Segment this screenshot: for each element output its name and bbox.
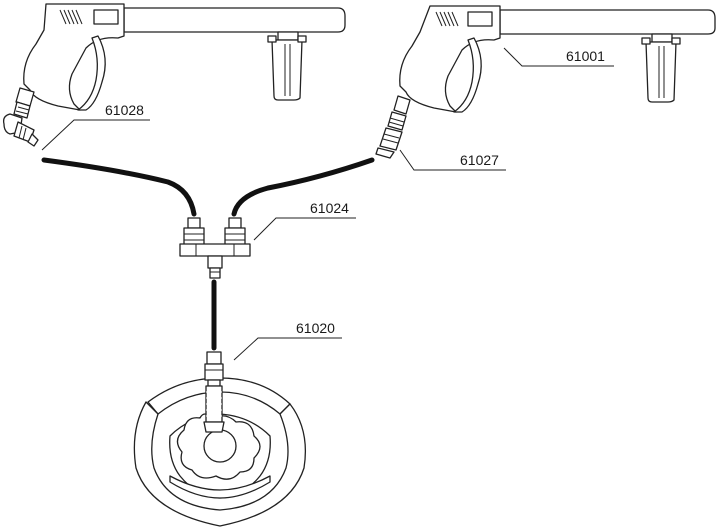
right-grip-texture (435, 11, 493, 27)
leader-61028 (41, 119, 150, 151)
left-front-handle (267, 31, 307, 101)
leader-61020 (233, 337, 342, 361)
leader-61001 (503, 47, 614, 67)
cleaner-center-cap (203, 429, 237, 463)
leader-lines (41, 47, 614, 361)
left-lance-tube (123, 7, 346, 33)
part-label-61027: 61027 (460, 152, 499, 168)
right-gun-inlet-coupler (375, 95, 411, 159)
tee-connector (179, 217, 251, 279)
right-hose (231, 157, 375, 217)
part-label-61001: 61001 (566, 48, 605, 64)
leader-61027 (399, 149, 506, 171)
part-label-61024: 61024 (310, 200, 349, 216)
right-lance-tube (499, 9, 716, 35)
hose-lines (41, 157, 375, 351)
right-trigger-guard (453, 37, 482, 113)
part-label-61020: 61020 (296, 320, 335, 336)
right-front-handle (641, 33, 681, 103)
right-spray-gun (375, 5, 716, 159)
left-grip-texture (59, 9, 119, 25)
cleaner-inlet-swivel (203, 351, 225, 433)
cleaner-outer-ring (133, 401, 307, 527)
leader-61024 (253, 217, 356, 241)
left-spray-gun (2, 3, 346, 147)
left-gun-inlet-fitting (2, 87, 39, 147)
left-trigger-guard (77, 35, 106, 111)
part-labels: 61028 61001 61027 61024 61020 (105, 48, 605, 336)
part-label-61028: 61028 (105, 102, 144, 118)
surface-cleaner (133, 351, 307, 527)
left-hose (41, 157, 197, 217)
